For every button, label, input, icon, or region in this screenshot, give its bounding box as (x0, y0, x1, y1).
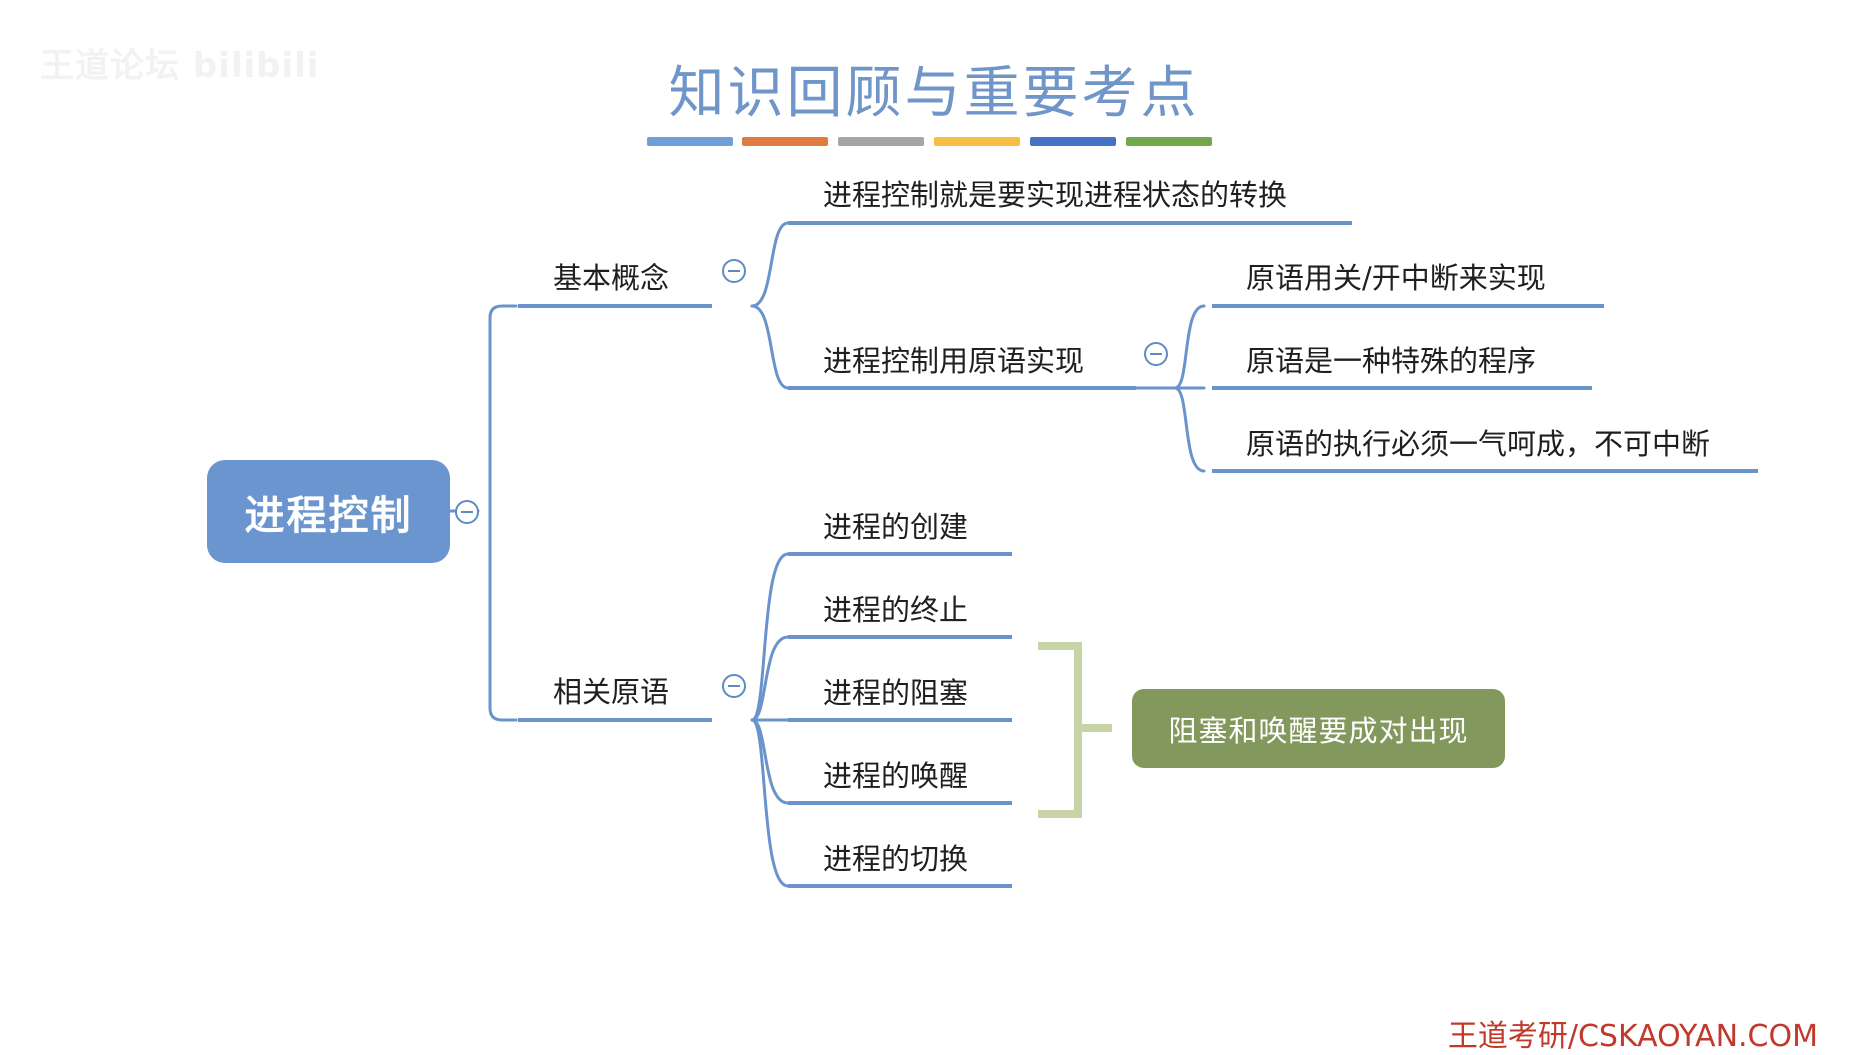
collapse-basic-concept-toggle[interactable] (722, 259, 746, 283)
collapse-related-primitives-toggle[interactable] (722, 674, 746, 698)
node-block[interactable]: 进程的阻塞 (823, 676, 969, 710)
node-interrupt[interactable]: 原语用关/开中断来实现 (1246, 261, 1546, 295)
watermark: 王道论坛 bilibili (40, 46, 320, 86)
collapse-primitive-toggle[interactable] (1144, 342, 1168, 366)
color-bar-3 (838, 137, 924, 146)
collapse-root-toggle[interactable] (455, 500, 479, 524)
page-title: 知识回顾与重要考点 (668, 61, 1200, 126)
minus-icon (728, 270, 740, 272)
callout-pairing-note[interactable]: 阻塞和唤醒要成对出现 (1132, 689, 1505, 768)
node-primitive-implementation[interactable]: 进程控制用原语实现 (823, 344, 1085, 378)
node-special-program[interactable]: 原语是一种特殊的程序 (1246, 344, 1537, 378)
node-state-transition[interactable]: 进程控制就是要实现进程状态的转换 (823, 178, 1288, 212)
node-create[interactable]: 进程的创建 (823, 510, 969, 544)
node-wakeup[interactable]: 进程的唤醒 (823, 759, 969, 793)
branch-basic-concept[interactable]: 基本概念 (553, 261, 670, 295)
root-node[interactable]: 进程控制 (207, 460, 450, 563)
minus-icon (461, 511, 473, 513)
minus-icon (728, 685, 740, 687)
branch-related-primitives[interactable]: 相关原语 (553, 675, 670, 709)
footer-brand: 王道考研/CSKAOYAN.COM (1447, 1019, 1818, 1054)
node-terminate[interactable]: 进程的终止 (823, 593, 969, 627)
color-bar-5 (1030, 137, 1116, 146)
node-switch[interactable]: 进程的切换 (823, 842, 969, 876)
color-bar-4 (934, 137, 1020, 146)
color-bar-2 (742, 137, 828, 146)
minus-icon (1150, 353, 1162, 355)
node-atomic-execution[interactable]: 原语的执行必须一气呵成，不可中断 (1246, 427, 1711, 461)
color-bar-1 (647, 137, 733, 146)
color-bar-6 (1126, 137, 1212, 146)
